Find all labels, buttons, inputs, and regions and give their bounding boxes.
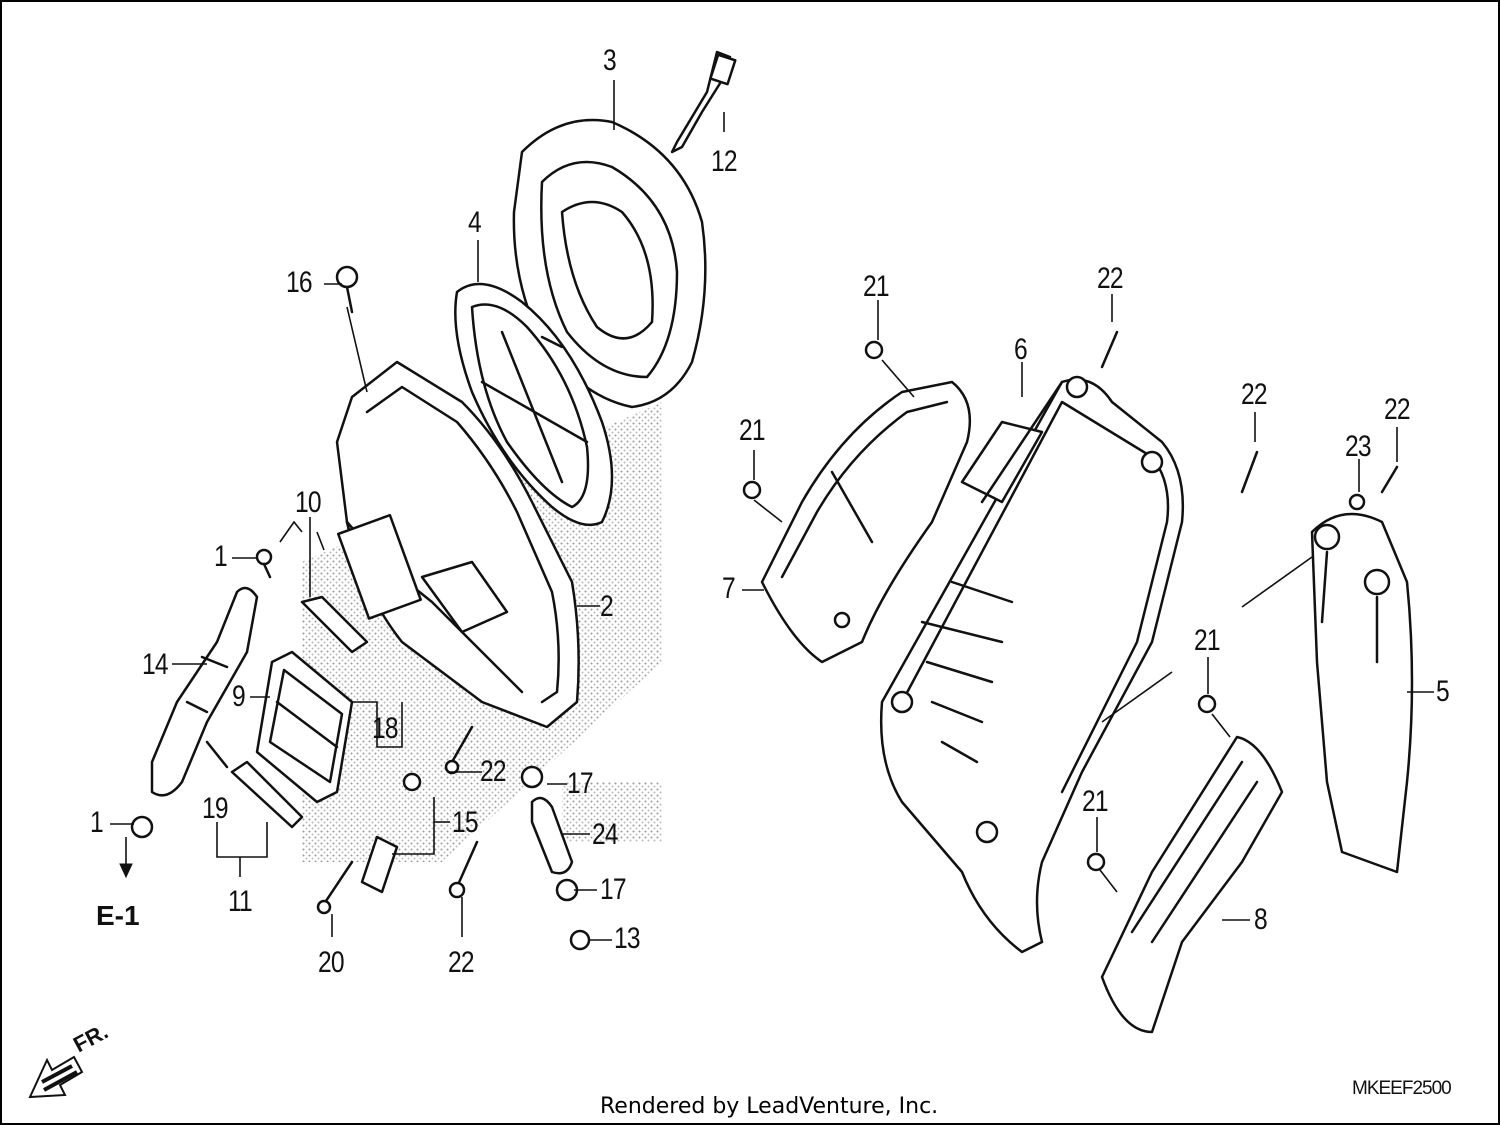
callout-23: 23 <box>1345 430 1372 463</box>
screw-part-19 <box>205 740 229 769</box>
clamp-part-15 <box>360 772 422 894</box>
screw-part-22-left <box>448 840 479 899</box>
bolt-part-12 <box>670 50 737 154</box>
screw-part-21-a <box>864 340 884 360</box>
clip-part-1a <box>255 548 273 579</box>
leader-lines <box>110 80 1434 941</box>
callout-10: 10 <box>295 486 322 519</box>
screw-part-21-c <box>1197 694 1217 714</box>
clip-part-1b <box>130 815 154 839</box>
callout-9: 9 <box>232 680 246 713</box>
callout-13: 13 <box>614 922 641 955</box>
callout-22-right: 22 <box>1241 378 1268 411</box>
callout-3: 3 <box>603 44 617 77</box>
tube-part-24 <box>530 796 574 875</box>
callout-22-bottom: 22 <box>448 946 475 979</box>
bolt-part-16 <box>335 265 359 314</box>
screw-part-22-mid <box>444 725 474 775</box>
nut-part-17a <box>520 765 544 789</box>
callout-22-top: 22 <box>1097 262 1124 295</box>
callout-7: 7 <box>722 572 736 605</box>
callout-2: 2 <box>600 590 614 623</box>
footer-credit: Rendered by LeadVenture, Inc. <box>600 1094 939 1119</box>
callout-24: 24 <box>592 818 619 851</box>
callout-21-bottom: 21 <box>1082 785 1109 818</box>
screw-part-22-top <box>1100 330 1119 369</box>
callout-11: 11 <box>228 885 253 918</box>
callout-14: 14 <box>142 648 169 681</box>
front-direction-arrow-icon <box>28 1055 84 1099</box>
callout-21-right: 21 <box>1194 624 1221 657</box>
callout-15: 15 <box>452 806 479 839</box>
air-cleaner-boot-part-6 <box>879 375 1185 954</box>
side-cover-part-5 <box>1310 512 1414 874</box>
nut-part-13 <box>569 929 591 951</box>
screw-part-21-d <box>1086 852 1106 872</box>
callout-4: 4 <box>468 206 482 239</box>
callout-16: 16 <box>286 266 313 299</box>
side-cover-part-7 <box>760 380 972 664</box>
callout-1-bottom: 1 <box>90 806 104 839</box>
drain-tube-part-14 <box>150 586 259 797</box>
callout-17-bottom: 17 <box>600 873 627 906</box>
callout-20: 20 <box>318 946 345 979</box>
washer-part-23 <box>1348 493 1366 511</box>
joint-part-9 <box>255 650 354 804</box>
filter-cage-part-4 <box>454 282 614 527</box>
screw-part-22-far-right <box>1380 465 1399 494</box>
reference-label-e1: E-1 <box>96 900 140 931</box>
plate-part-10 <box>300 595 369 654</box>
callout-21-top: 21 <box>863 270 890 303</box>
callout-22-mid: 22 <box>480 755 507 788</box>
callout-1-top: 1 <box>214 540 228 573</box>
air-cleaner-case-part-2 <box>335 360 580 729</box>
callout-5: 5 <box>1436 675 1450 708</box>
plate-part-11 <box>230 760 304 829</box>
callout-22-far-right: 22 <box>1384 393 1411 426</box>
callout-8: 8 <box>1254 903 1268 936</box>
callout-17-top: 17 <box>567 767 594 800</box>
screw-part-22-right <box>1240 450 1259 494</box>
diagram-code: MKEEF2500 <box>1352 1078 1452 1099</box>
screw-part-21-b <box>742 480 762 500</box>
callout-12: 12 <box>711 145 738 178</box>
callout-18: 18 <box>372 712 399 745</box>
reference-arrow-icon <box>119 863 133 879</box>
callout-6: 6 <box>1014 333 1028 366</box>
screw-part-20 <box>316 860 354 915</box>
callout-19: 19 <box>202 792 229 825</box>
side-cover-part-8 <box>1100 735 1284 1034</box>
callout-21-left: 21 <box>739 414 766 447</box>
